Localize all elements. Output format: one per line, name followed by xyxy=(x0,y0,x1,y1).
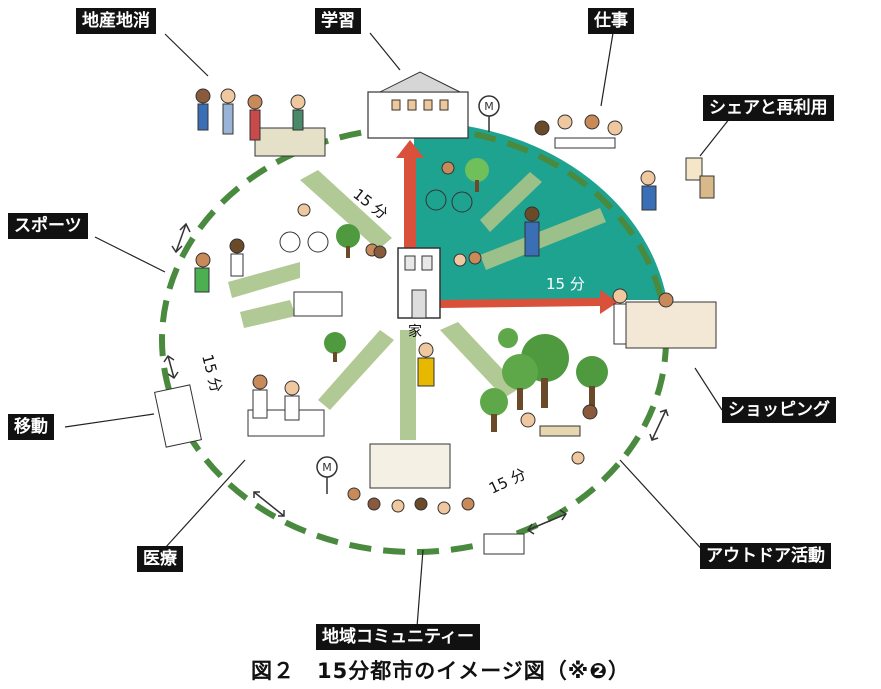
leader-lines xyxy=(64,32,731,628)
minutes-bottom: 15 分 xyxy=(486,465,529,498)
label-learning: 学習 xyxy=(315,8,361,34)
trees xyxy=(324,158,608,432)
label-outdoor: アウトドア活動 xyxy=(700,543,831,569)
radial-paths xyxy=(228,170,606,440)
school-building xyxy=(367,71,469,139)
minutes-left: 15 分 xyxy=(198,352,225,394)
fifteen-minute-sector xyxy=(414,121,667,301)
people-vignettes xyxy=(153,88,717,555)
svg-text:M: M xyxy=(484,100,494,113)
figure-caption: 図２ 15分都市のイメージ図（※❷） xyxy=(251,659,630,683)
arrow-up xyxy=(396,140,424,248)
minutes-right: 15 分 xyxy=(546,275,585,293)
label-community: 地域コミュニティー xyxy=(316,624,480,650)
label-mobility: 移動 xyxy=(8,414,54,440)
label-medical: 医療 xyxy=(137,546,183,572)
home-building xyxy=(397,247,441,319)
label-shopping: ショッピング xyxy=(722,397,836,423)
label-share-reuse: シェアと再利用 xyxy=(703,95,834,121)
svg-text:M: M xyxy=(322,461,332,474)
double-arrows xyxy=(163,222,669,535)
red-arrows xyxy=(396,140,618,314)
label-sports: スポーツ xyxy=(8,213,88,239)
metro-sign: M xyxy=(316,456,338,494)
arrow-right xyxy=(440,290,618,314)
fifteen-minute-city-illustration: M M xyxy=(64,32,731,628)
label-local-production: 地産地消 xyxy=(76,8,156,34)
label-work: 仕事 xyxy=(588,8,634,34)
metro-sign: M xyxy=(478,95,500,132)
home-label: 家 xyxy=(408,323,422,340)
